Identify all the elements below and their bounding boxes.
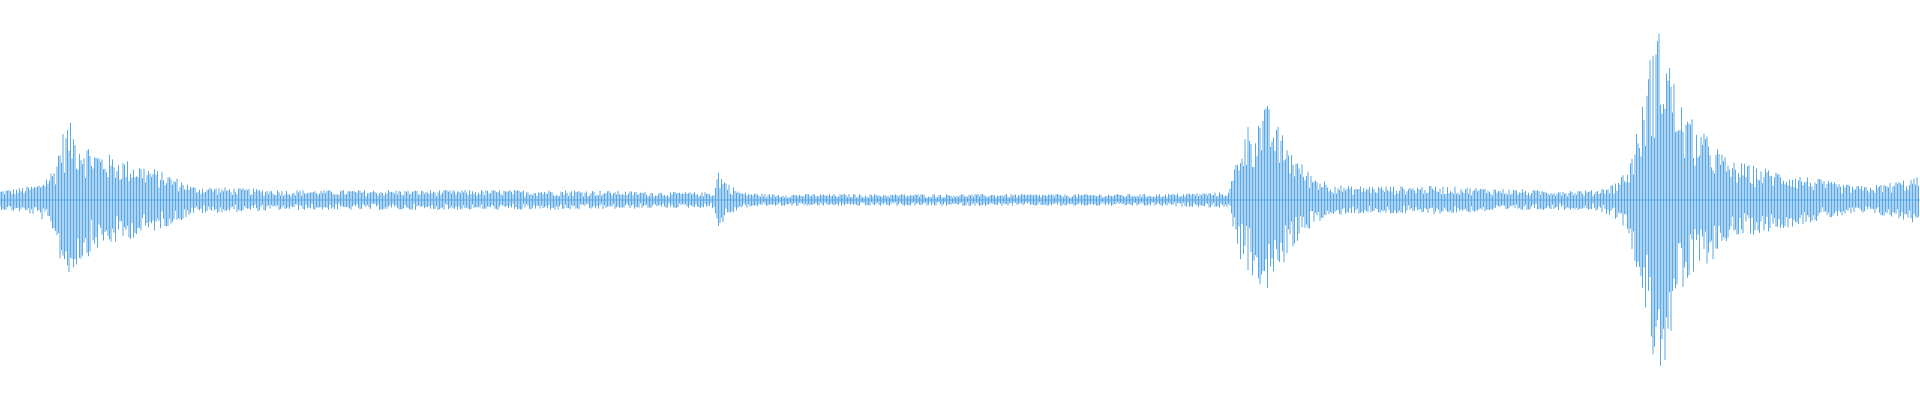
waveform-series <box>0 33 1919 366</box>
waveform-samples <box>0 33 1919 366</box>
